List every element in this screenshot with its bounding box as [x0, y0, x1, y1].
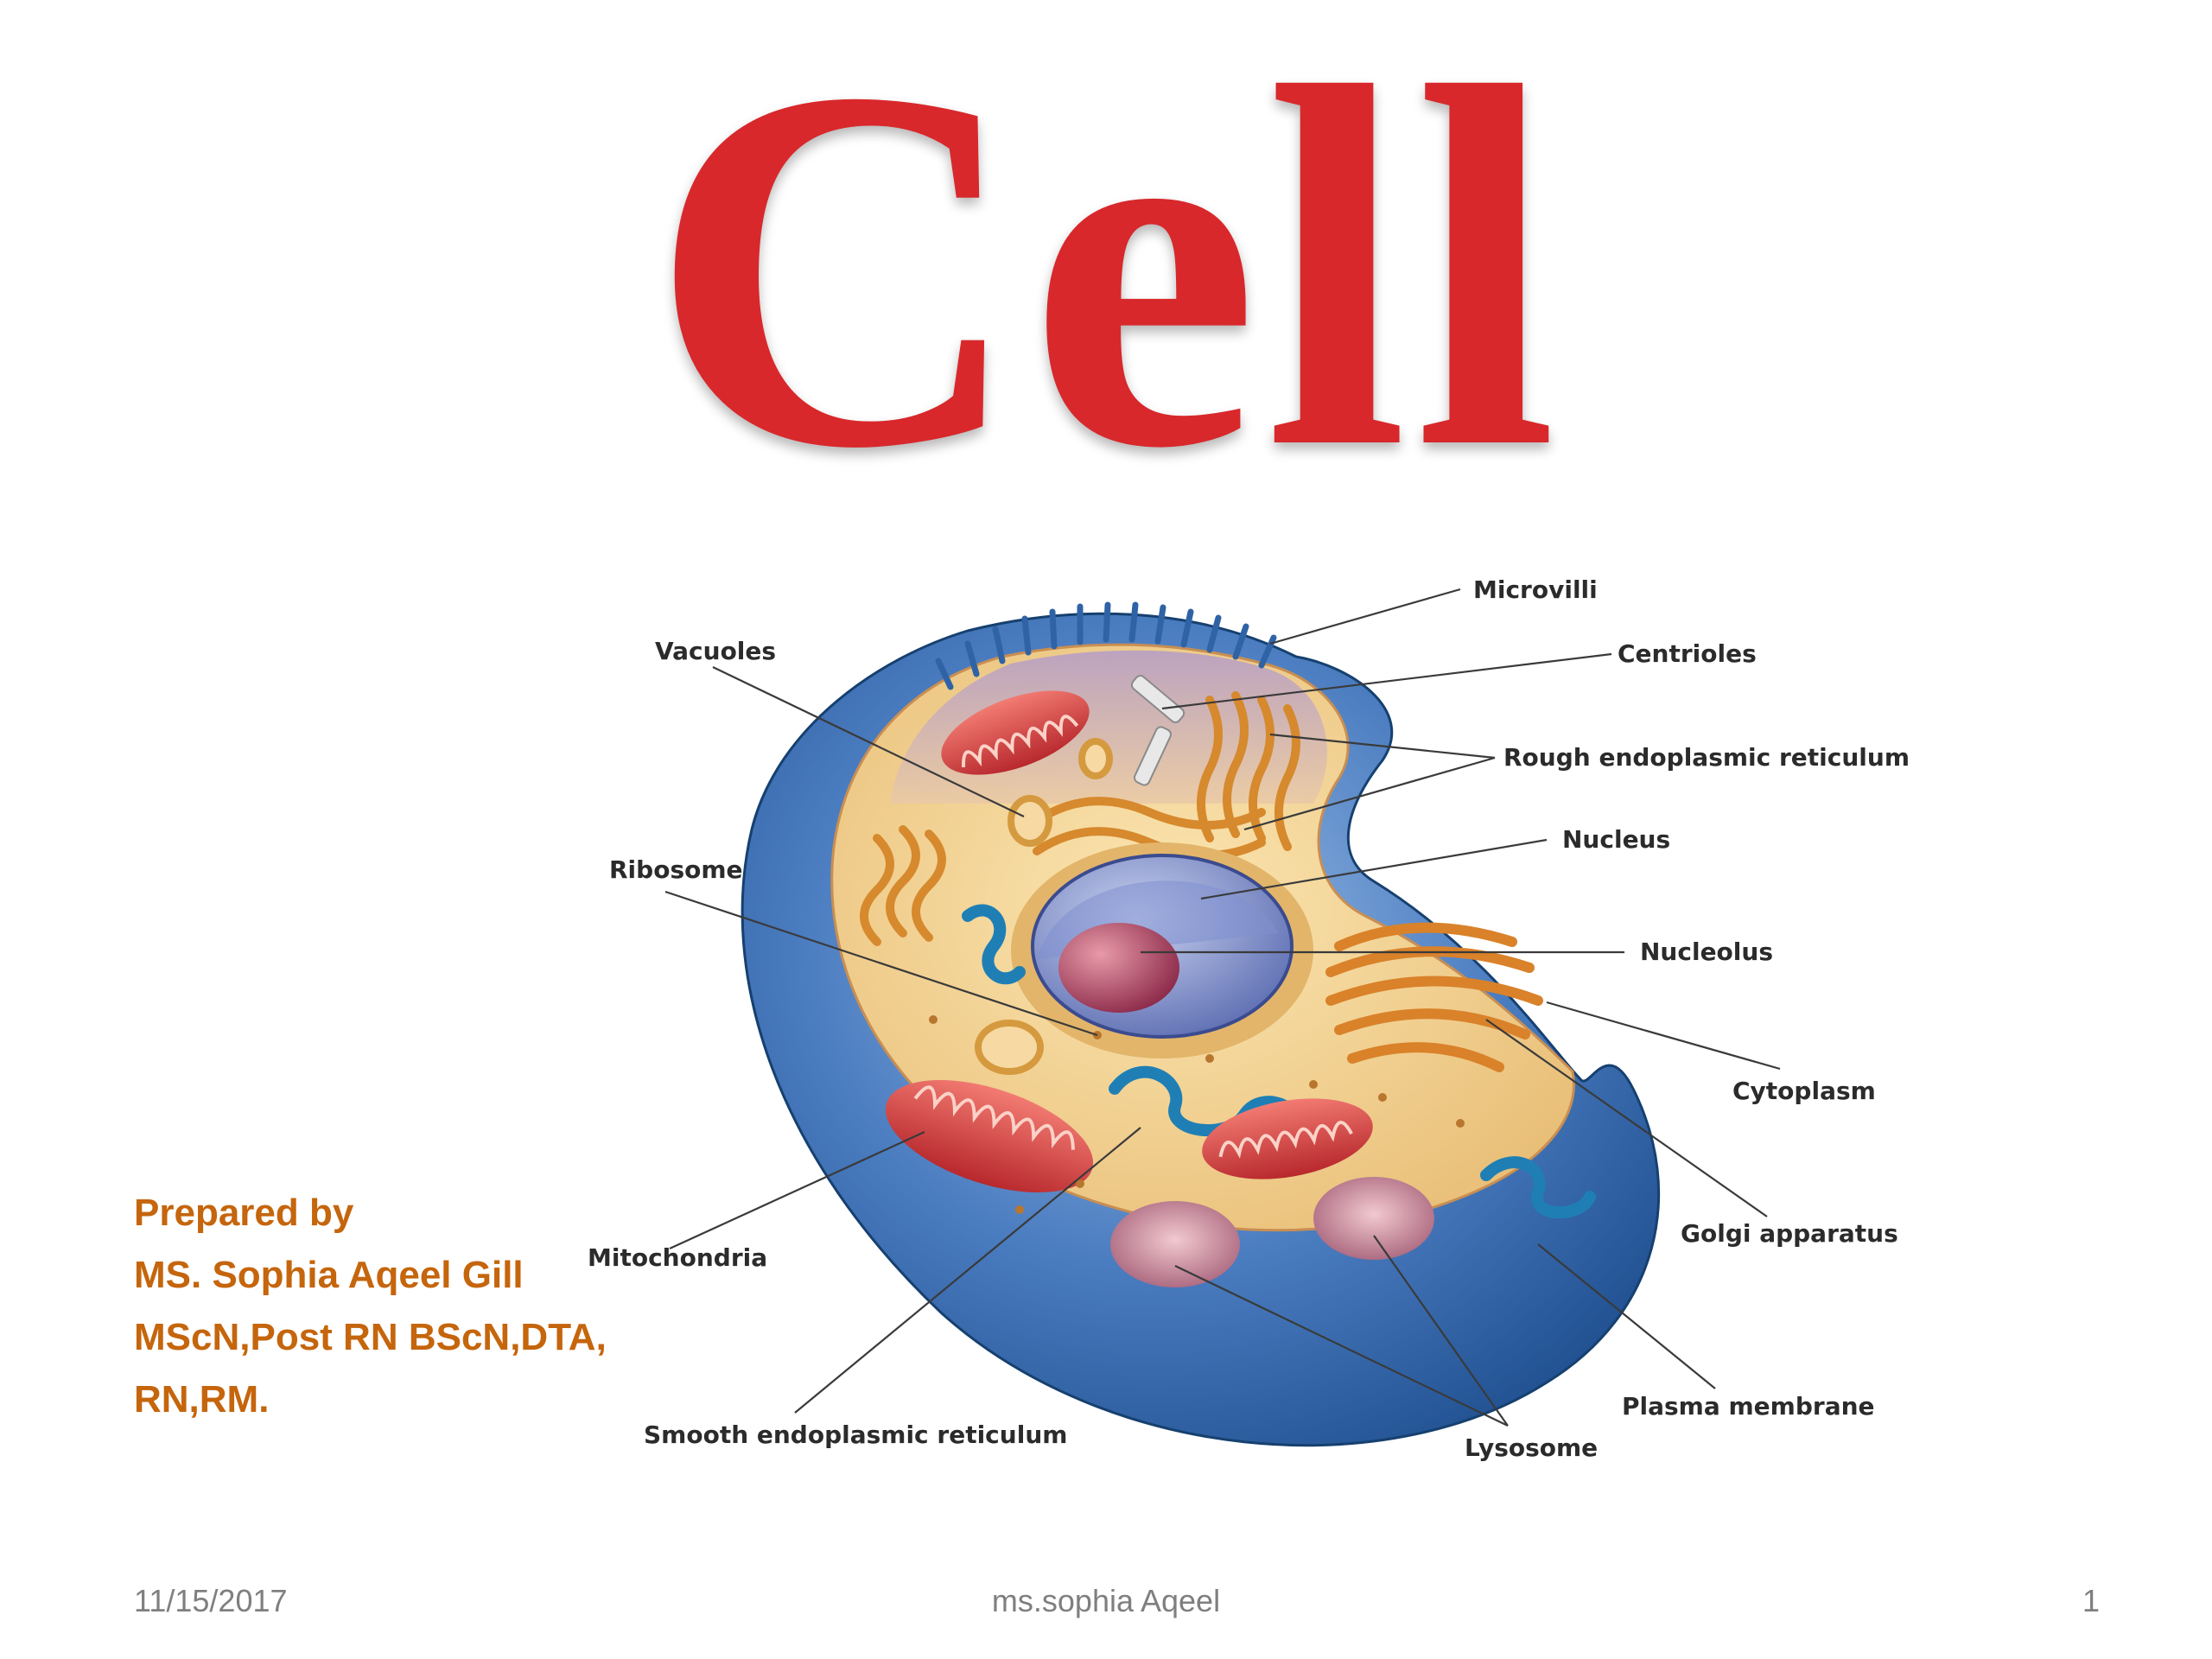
label-vacuoles: Vacuoles [655, 637, 776, 665]
mitochondrion-top-shape [941, 690, 1090, 775]
label-golgi: Golgi apparatus [1681, 1219, 1898, 1248]
label-microvilli: Microvilli [1473, 575, 1598, 604]
author-credit: Prepared by MS. Sophia Aqeel Gill MScN,P… [134, 1182, 607, 1431]
label-centrioles: Centrioles [1618, 639, 1757, 668]
label-mitochondria: Mitochondria [588, 1243, 767, 1272]
mitochondria-shape [885, 1079, 1373, 1193]
leader-lines [664, 588, 1781, 1427]
label-plasma-membrane: Plasma membrane [1622, 1392, 1875, 1421]
label-nucleolus: Nucleolus [1640, 938, 1773, 966]
slide-number: 1 [2082, 1583, 2100, 1618]
credit-line: MScN,Post RN BScN,DTA, [134, 1316, 607, 1358]
footer-author: ms.sophia Aqeel [991, 1583, 1221, 1618]
ribosomes-shape [929, 1015, 1465, 1214]
rough-er-shape [860, 691, 1300, 946]
credit-line: RN,RM. [134, 1378, 270, 1421]
credit-line: Prepared by [134, 1192, 354, 1234]
nucleolus-shape [1058, 923, 1179, 1013]
lysosome-shape [1110, 1177, 1434, 1287]
label-cytoplasm: Cytoplasm [1732, 1077, 1876, 1105]
label-ribosome: Ribosome [609, 855, 743, 884]
label-rough-er: Rough endoplasmic reticulum [1503, 743, 1910, 772]
label-lysosome: Lysosome [1465, 1433, 1598, 1462]
slide-title: Cell [649, 0, 1563, 555]
label-nucleus: Nucleus [1562, 825, 1670, 854]
vacuoles-shape [975, 738, 1113, 1075]
credit-line: MS. Sophia Aqeel Gill [134, 1254, 524, 1296]
centrioles-shape [1130, 675, 1185, 786]
microvilli-shape [935, 601, 1277, 690]
footer-date: 11/15/2017 [134, 1583, 288, 1618]
label-smooth-er: Smooth endoplasmic reticulum [644, 1421, 1067, 1449]
